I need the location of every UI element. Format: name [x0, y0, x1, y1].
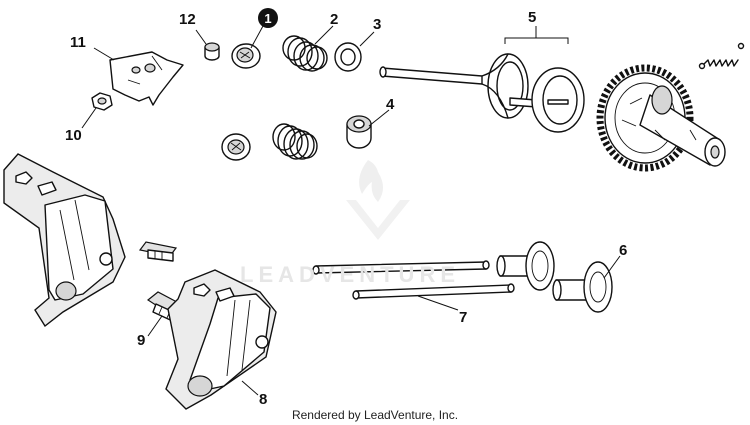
- callout-5-bracket: [504, 26, 569, 44]
- part-tappets: [496, 241, 613, 313]
- part-valve-spring-top: [282, 35, 328, 72]
- part-rocker-pin: [138, 241, 178, 262]
- part-valve-cap: [204, 42, 220, 61]
- callout-10: 10: [65, 127, 82, 144]
- callout-leaders: [81, 25, 621, 396]
- callout-8: 8: [259, 391, 268, 408]
- part-valve-exhaust: [379, 53, 529, 119]
- part-valve-spring-lower: [272, 123, 318, 160]
- part-spring-retainer-lower: [221, 133, 251, 161]
- watermark-text: LEADVENTURE: [240, 262, 461, 287]
- callout-9: 9: [137, 332, 146, 349]
- callout-12: 12: [179, 11, 196, 28]
- part-rocker-arm-lower: [165, 269, 277, 410]
- part-rocker-arm-upper: [3, 153, 126, 328]
- part-rocker-bracket: [109, 51, 184, 106]
- part-compression-release-spring: [698, 42, 745, 70]
- callout-6: 6: [619, 242, 628, 259]
- part-camshaft-gear: [596, 64, 726, 172]
- callout-7: 7: [459, 309, 468, 326]
- part-valve-seal: [346, 115, 372, 149]
- watermark-logo: [346, 160, 410, 240]
- credit-text: Rendered by LeadVenture, Inc.: [291, 408, 459, 422]
- callout-3: 3: [373, 16, 382, 33]
- part-spring-retainer-top: [231, 43, 261, 69]
- part-push-rods: [312, 260, 515, 300]
- callout-11: 11: [70, 34, 86, 51]
- callout-5: 5: [528, 9, 537, 26]
- part-washer: [334, 42, 362, 72]
- part-valve-intake: [509, 67, 585, 133]
- callout-1: 1: [258, 8, 278, 28]
- callout-2: 2: [330, 11, 339, 28]
- part-nut: [91, 92, 113, 111]
- callout-4: 4: [386, 96, 395, 113]
